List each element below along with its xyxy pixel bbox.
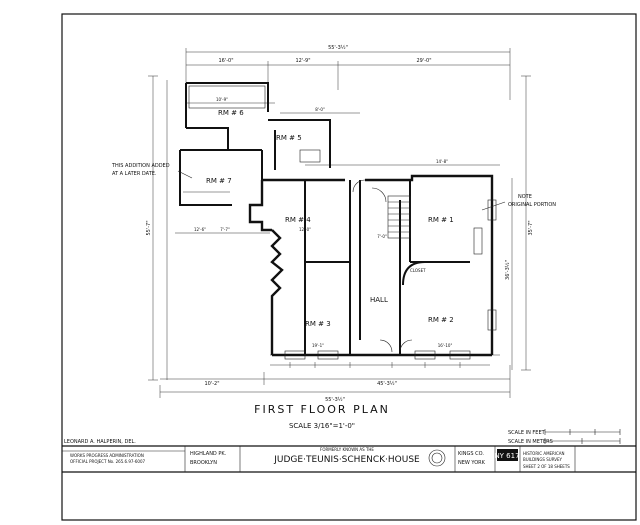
hab-seal	[428, 449, 446, 467]
dim-rm6-width: 10'-9"	[216, 97, 228, 102]
county-line1: KINGS CO.	[458, 451, 484, 457]
dim-bottom-a: 10'-2"	[204, 381, 219, 387]
delineator-name: LEONARD A. HALPERIN, DEL.	[64, 439, 136, 445]
dim-top-c: 29'-0"	[416, 58, 431, 64]
room-label-rm3: RM # 3	[305, 320, 331, 328]
building-name: JUDGE·TEUNIS·SCHENCK·HOUSE	[273, 455, 420, 465]
room-label-rm6: RM # 6	[218, 109, 244, 117]
dim-rm5-width: 8'-0"	[315, 107, 325, 112]
survey-number-box	[497, 449, 518, 461]
note-addition-line2: AT A LATER DATE.	[112, 171, 157, 177]
plan-title: FIRST FLOOR PLAN	[254, 403, 390, 416]
note-addition-leader	[177, 170, 193, 179]
survey-line2: BUILDINGS SURVEY	[523, 457, 563, 462]
sheet-border	[61, 13, 637, 521]
dim-top-b: 12'-9"	[295, 58, 310, 64]
note-original-line1: NOTE	[518, 194, 532, 200]
county-line2: NEW YORK	[458, 460, 486, 466]
room-label-rm5: RM # 5	[276, 134, 302, 142]
dim-hall-width: 7'-0"	[377, 234, 387, 239]
dim-rm1-width: 14'-8"	[436, 159, 448, 164]
dim-rm2-width: 16'-10"	[438, 343, 453, 348]
dim-right-a: 36'-3½"	[504, 260, 511, 280]
title-block	[62, 445, 636, 473]
dim-left-overall: 55'-7"	[146, 220, 152, 235]
dim-rm3-width: 19'-1"	[312, 343, 324, 348]
plan-scale: SCALE 3/16"=1'-0"	[289, 422, 355, 430]
dim-bottom-b: 45'-3½"	[377, 380, 397, 387]
note-original-leader	[481, 201, 506, 211]
sheet-number: SHEET 2 OF 18 SHEETS	[523, 464, 570, 469]
scale-feet-label: SCALE IN FEET	[508, 430, 546, 436]
room-label-rm2: RM # 2	[428, 316, 454, 324]
room-label-hall: HALL	[370, 296, 388, 304]
scale-bars	[544, 429, 621, 444]
survey-number: NY 617	[494, 452, 519, 460]
dim-overall-bottom: 55'-3½"	[325, 396, 345, 403]
note-original-line2: ORIGINAL PORTION	[508, 202, 556, 208]
room-label-closet: CLOSET	[410, 268, 426, 273]
dim-right-overall: 35'-7"	[528, 220, 534, 235]
scale-meters-label: SCALE IN METERS	[508, 439, 553, 445]
dim-overall-top: 55'-3½"	[328, 44, 348, 51]
dim-mid-a: 12'-6"	[194, 227, 206, 232]
room-label-rm4: RM # 4	[285, 216, 311, 224]
room-label-rm1: RM # 1	[428, 216, 454, 224]
building-walls	[179, 82, 497, 360]
pre-title: FORMERLY KNOWN AS THE	[320, 447, 374, 452]
location-line2: BROOKLYN	[190, 460, 217, 466]
project-line1: WORKS PROGRESS ADMINISTRATION	[70, 453, 144, 458]
dim-mid-b: 7'-7"	[220, 227, 230, 232]
dimension-lines	[148, 48, 531, 398]
note-addition-line1: THIS ADDITION ADDED	[111, 163, 170, 169]
project-line2: OFFICIAL PROJECT No. 265.6.97-6007	[70, 459, 145, 464]
dim-top-a: 16'-0"	[218, 58, 233, 64]
survey-line1: HISTORIC AMERICAN	[523, 451, 565, 456]
room-label-rm7: RM # 7	[206, 177, 232, 185]
location-line1: HIGHLAND PK.	[190, 451, 227, 457]
